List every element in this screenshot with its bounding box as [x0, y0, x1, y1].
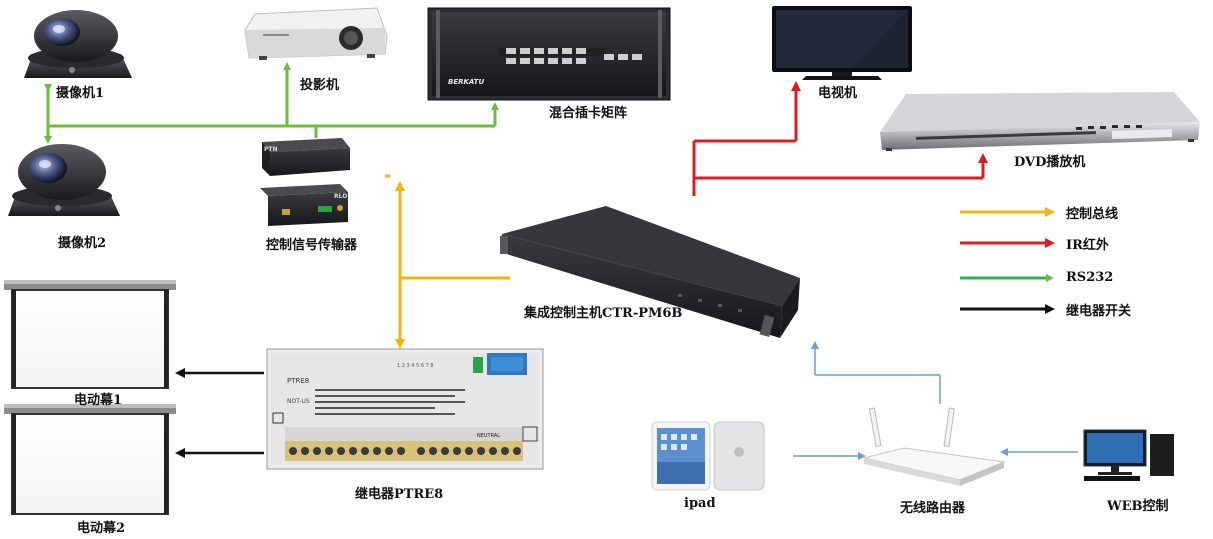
matrix-brand: BERKATU [448, 78, 484, 86]
transmitter-brand-top: PTN [264, 146, 278, 153]
projection-screen-2-icon [4, 404, 176, 515]
legend-label-rs232: RS232 [1066, 270, 1114, 285]
matrix-switcher-icon: BERKATU [427, 7, 671, 101]
signal-transmitter-icon: PTN RLO [260, 138, 350, 226]
legend [960, 207, 1055, 314]
rs232-lines [44, 62, 499, 144]
wifi-lines [793, 341, 1078, 460]
wifi-router-icon [863, 407, 1006, 486]
ir-lines [692, 81, 988, 196]
relay-terminal-screws [289, 447, 521, 455]
transmitter-brand-bottom: RLO [334, 193, 347, 200]
transmitter-label: 控制信号传输器 [266, 238, 358, 253]
camera-2-icon [8, 144, 120, 216]
projector-icon [244, 7, 388, 60]
screen-2-label: 电动幕2 [77, 521, 126, 536]
web-label: WEB控制 [1107, 499, 1169, 514]
relay-model-label: PTRE8 [287, 377, 309, 385]
relay-label: 继电器PTRE8 [355, 487, 444, 502]
matrix-label: 混合插卡矩阵 [549, 106, 628, 121]
camera-1-icon [24, 10, 132, 78]
relay-terminal-numbers: 1 2 3 4 5 6 7 8 [397, 363, 434, 369]
router-label: 无线路由器 [900, 501, 966, 516]
ipad-label: ipad [684, 496, 716, 511]
host-label: 集成控制主机CTR-PM6B [524, 306, 683, 321]
camera-1-label: 摄像机1 [56, 86, 105, 101]
relay-lines [175, 368, 264, 458]
relay-neutral-label: NEUTRAL [477, 433, 500, 439]
relay-sub-label: NOT-US [287, 398, 310, 405]
tv-icon [772, 6, 912, 80]
legend-label-relay: 继电器开关 [1066, 304, 1132, 319]
relay-board-icon: 1 2 3 4 5 6 7 8 PTRE8 NOT-US NEUTRAL [266, 348, 544, 470]
dvd-label: DVD播放机 [1014, 155, 1086, 170]
screen-1-label: 电动幕1 [74, 393, 123, 408]
control-bus-lines [385, 174, 510, 349]
legend-label-control-bus: 控制总线 [1066, 207, 1119, 222]
projection-screen-1-icon [4, 280, 176, 389]
legend-label-ir: IR红外 [1066, 238, 1109, 253]
dvd-player-icon [880, 92, 1200, 151]
control-host-icon [500, 206, 800, 338]
camera-2-label: 摄像机2 [58, 236, 107, 251]
ipad-icon [651, 421, 765, 491]
tv-label: 电视机 [818, 86, 858, 101]
web-computer-icon [1083, 429, 1174, 481]
projector-label: 投影机 [300, 78, 340, 93]
